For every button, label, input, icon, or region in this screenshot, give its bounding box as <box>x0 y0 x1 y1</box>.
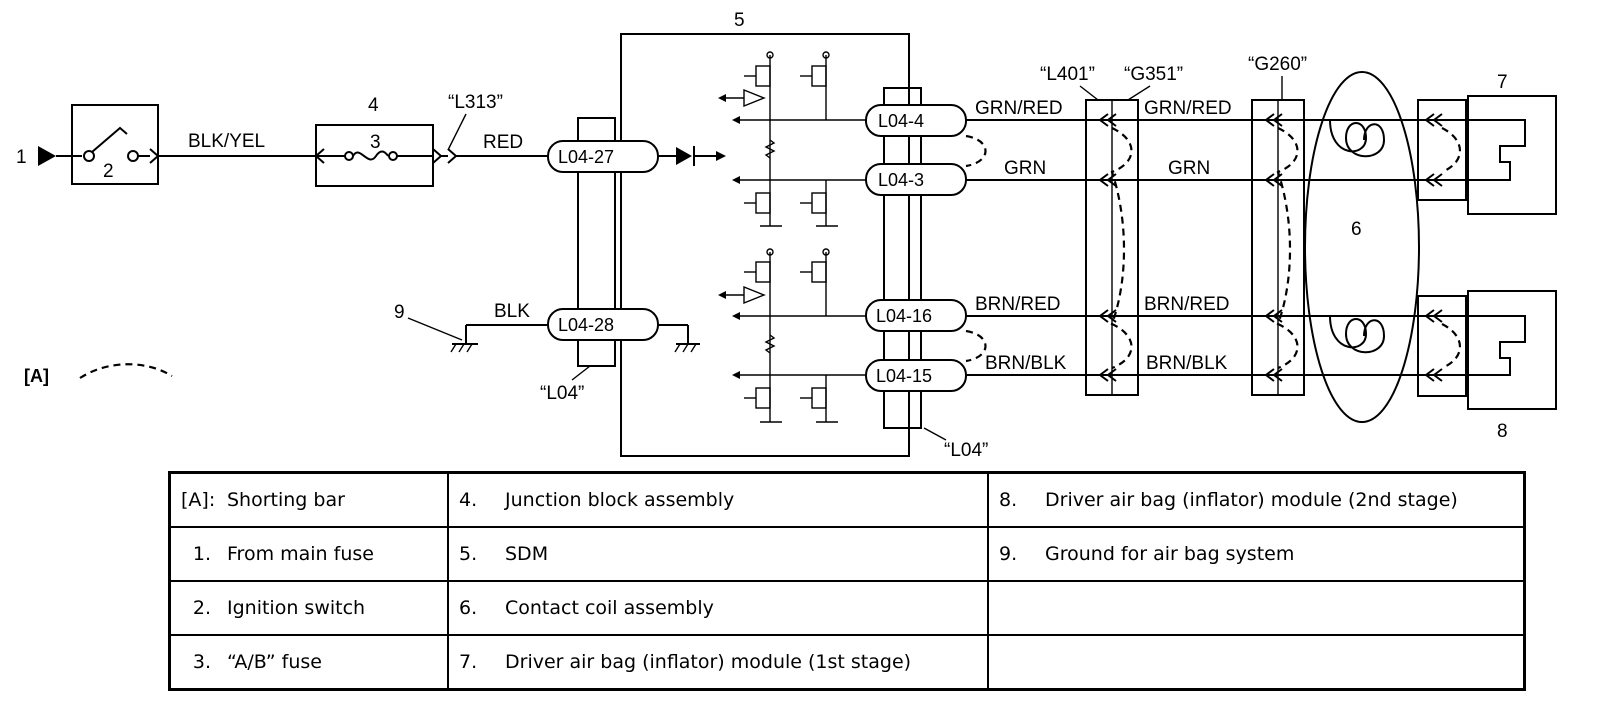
legend-value: SDM <box>505 543 549 565</box>
coil-upper-icon <box>1329 119 1386 158</box>
sdm-driver-circuit-upper <box>718 51 880 227</box>
item-3-label: 3 <box>370 132 381 153</box>
terminal-l04-16-label: L04-16 <box>876 306 932 326</box>
item-9-label: 9 <box>394 302 405 323</box>
connector-label-g351: “G351” <box>1124 64 1183 85</box>
legend-row: 3. “A/B” fuse 7. Driver air bag (inflator)… <box>168 634 1526 691</box>
terminal-l04-28-label: L04-28 <box>558 315 614 335</box>
connector-l04-right-strip <box>883 87 922 429</box>
legend-key: 5. <box>459 543 478 565</box>
connector-l04-left-strip <box>577 117 616 367</box>
legend-value: Driver air bag (inflator) module (2nd st… <box>1045 489 1458 511</box>
shorting-bar-l401 <box>1110 127 1133 370</box>
legend-value: Driver air bag (inflator) module (1st st… <box>505 651 912 673</box>
terminal-l04-3-label: L04-3 <box>878 170 924 190</box>
terminal-l04-15-label: L04-15 <box>876 366 932 386</box>
switch-contact-icon <box>83 150 95 162</box>
item-2-label: 2 <box>103 161 114 182</box>
legend-key: 2. <box>192 597 211 619</box>
wire-label-blk: BLK <box>494 301 530 322</box>
terminal-l04-4-label: L04-4 <box>878 111 924 131</box>
wire-label-grn-red-2: GRN/RED <box>1144 98 1232 119</box>
squib-2nd-stage-icon <box>1440 315 1526 376</box>
connector-label-g260: “G260” <box>1248 54 1307 75</box>
legend-table: [A]: Shorting bar 4. Junction block assemb… <box>168 471 1526 691</box>
legend-row: [A]: Shorting bar 4. Junction block assemb… <box>168 471 1526 528</box>
legend-key: [A]: <box>181 489 216 511</box>
item-8-label: 8 <box>1497 421 1508 442</box>
legend-key: 3. <box>192 651 211 673</box>
main-fuse-arrow-icon <box>38 146 56 166</box>
terminal-l04-27-label: L04-27 <box>558 147 614 167</box>
connector-label-l401: “L401” <box>1040 64 1095 85</box>
ignition-switch-box <box>71 104 159 185</box>
item-1-label: 1 <box>16 147 27 168</box>
legend-key: 9. <box>999 543 1018 565</box>
item-6-label: 6 <box>1351 219 1362 240</box>
legend-value: Junction block assembly <box>505 489 735 511</box>
connector-module-8 <box>1417 295 1467 397</box>
airbag-wiring-diagram: 1 2 BLK/YEL 4 3 “L313” RED 5 L04-27 L04-… <box>16 10 1557 461</box>
coil-lower-icon <box>1329 315 1386 354</box>
legend-row: 1. From main fuse 5. SDM 9. Ground for air … <box>168 526 1526 582</box>
legend-key: 1. <box>192 543 211 565</box>
contact-coil-assembly <box>1304 71 1420 423</box>
wire-label-brn-red-2: BRN/RED <box>1144 294 1230 315</box>
wire-label-grn-2: GRN <box>1168 158 1210 179</box>
connector-label-l04-right: “L04” <box>944 440 988 461</box>
legend-key: 8. <box>999 489 1018 511</box>
legend-row: 2. Ignition switch 6. Contact coil assembl… <box>168 580 1526 636</box>
item-5-label: 5 <box>734 10 745 31</box>
legend-key: 7. <box>459 651 478 673</box>
item-7-label: 7 <box>1497 72 1508 93</box>
item-4-label: 4 <box>368 95 379 116</box>
legend-value: Ground for air bag system <box>1045 543 1295 565</box>
wire-label-brn-blk-2: BRN/BLK <box>1146 353 1228 374</box>
legend-key: 6. <box>459 597 478 619</box>
shorting-bar-key-label: [A] <box>24 366 49 386</box>
shorting-bar-g260 <box>1276 127 1299 370</box>
legend-key: 4. <box>459 489 478 511</box>
wire-label-brn-blk-1: BRN/BLK <box>985 353 1067 374</box>
inflator-module-2nd-stage <box>1467 290 1557 410</box>
inflator-module-1st-stage <box>1467 95 1557 215</box>
shorting-bar-l04-upper <box>965 134 987 168</box>
wire-label-blk-yel: BLK/YEL <box>188 131 265 152</box>
fuse-symbol-icon <box>352 150 389 161</box>
shorting-bar-key-icon <box>79 363 173 379</box>
wire-label-grn-red-1: GRN/RED <box>975 98 1063 119</box>
legend-value: “A/B” fuse <box>227 651 322 673</box>
wire-label-grn-1: GRN <box>1004 158 1046 179</box>
legend-value: From main fuse <box>227 543 374 565</box>
connector-module-7 <box>1417 99 1467 201</box>
diode-icon <box>676 147 692 165</box>
connector-label-l04-left: “L04” <box>540 383 584 404</box>
sdm-driver-circuit-lower <box>718 248 880 423</box>
wire-label-red: RED <box>483 132 523 153</box>
legend-value: Shorting bar <box>227 489 345 511</box>
sdm-box <box>620 33 910 457</box>
legend-value: Ignition switch <box>227 597 366 619</box>
squib-1st-stage-icon <box>1440 119 1526 181</box>
wire-label-brn-red-1: BRN/RED <box>975 294 1061 315</box>
shorting-bar-l04-lower <box>965 329 987 363</box>
legend-value: Contact coil assembly <box>505 597 714 619</box>
connector-label-l313: “L313” <box>448 92 503 113</box>
